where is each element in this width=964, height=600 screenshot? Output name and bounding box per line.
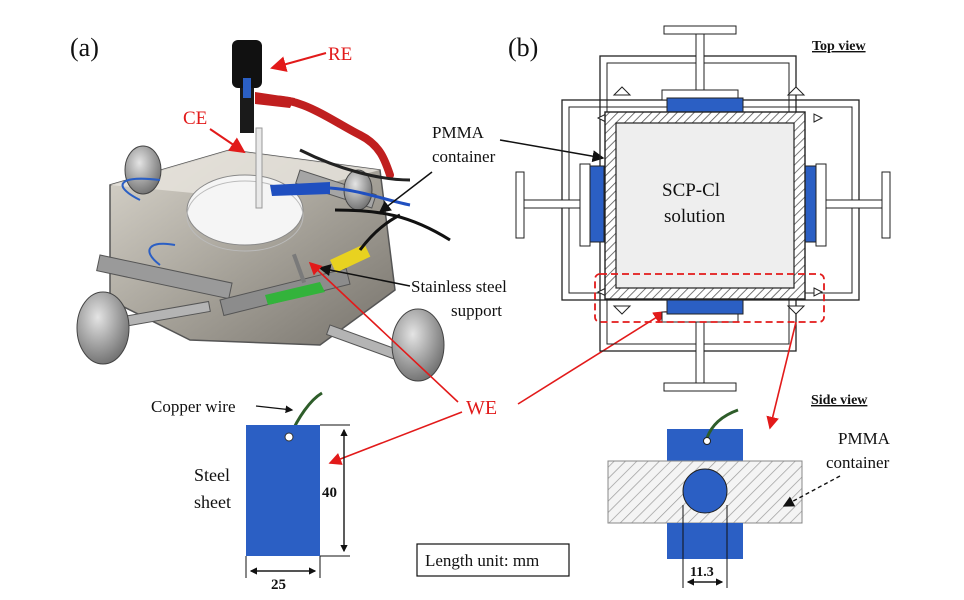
ce-label: CE xyxy=(183,108,207,129)
solution-label-line2: solution xyxy=(664,206,726,227)
solution-label-line1: SCP-Cl xyxy=(662,180,720,201)
copper-wire-label: Copper wire xyxy=(151,397,236,416)
thumbscrew-knob-right xyxy=(391,308,445,382)
side-view-label: Side view xyxy=(811,393,868,408)
thumbscrew-knob-left xyxy=(76,291,130,365)
panel-a-label: (a) xyxy=(70,33,99,62)
solution-chamber xyxy=(615,122,795,289)
steel-sheet-label-line2: sheet xyxy=(194,492,231,512)
steel-sheet xyxy=(246,425,320,556)
unit-note: Length unit: mm xyxy=(425,551,539,570)
side-pmma-label-line2: container xyxy=(826,453,890,472)
side-pmma-label-line1: PMMA xyxy=(838,429,891,448)
width-dimension: 25 xyxy=(271,577,286,593)
panel-b-label: (b) xyxy=(508,33,538,62)
we-label: WE xyxy=(466,397,497,419)
top-view-label: Top view xyxy=(812,39,866,54)
top-view-drawing xyxy=(515,25,891,392)
steel-sheet-label-line1: Steel xyxy=(194,465,230,485)
counter-electrode xyxy=(255,127,263,209)
pmma-container-label-line1: PMMA xyxy=(432,123,485,142)
blue-clip xyxy=(270,182,330,196)
cell-photo xyxy=(76,40,451,382)
height-dimension: 40 xyxy=(322,485,337,501)
reference-electrode xyxy=(232,40,262,88)
thumbscrew-knob-back-left xyxy=(124,145,162,195)
support-label-line2: support xyxy=(451,301,502,320)
re-label: RE xyxy=(328,44,352,65)
pmma-container-label-line2: container xyxy=(432,147,496,166)
side-view-drawing xyxy=(607,408,803,559)
green-clip xyxy=(265,282,325,305)
hole-dimension: 11.3 xyxy=(690,565,714,580)
unit-note-box xyxy=(416,543,570,577)
support-label-line1: Stainless steel xyxy=(411,277,507,296)
we-highlight-box xyxy=(594,273,825,323)
